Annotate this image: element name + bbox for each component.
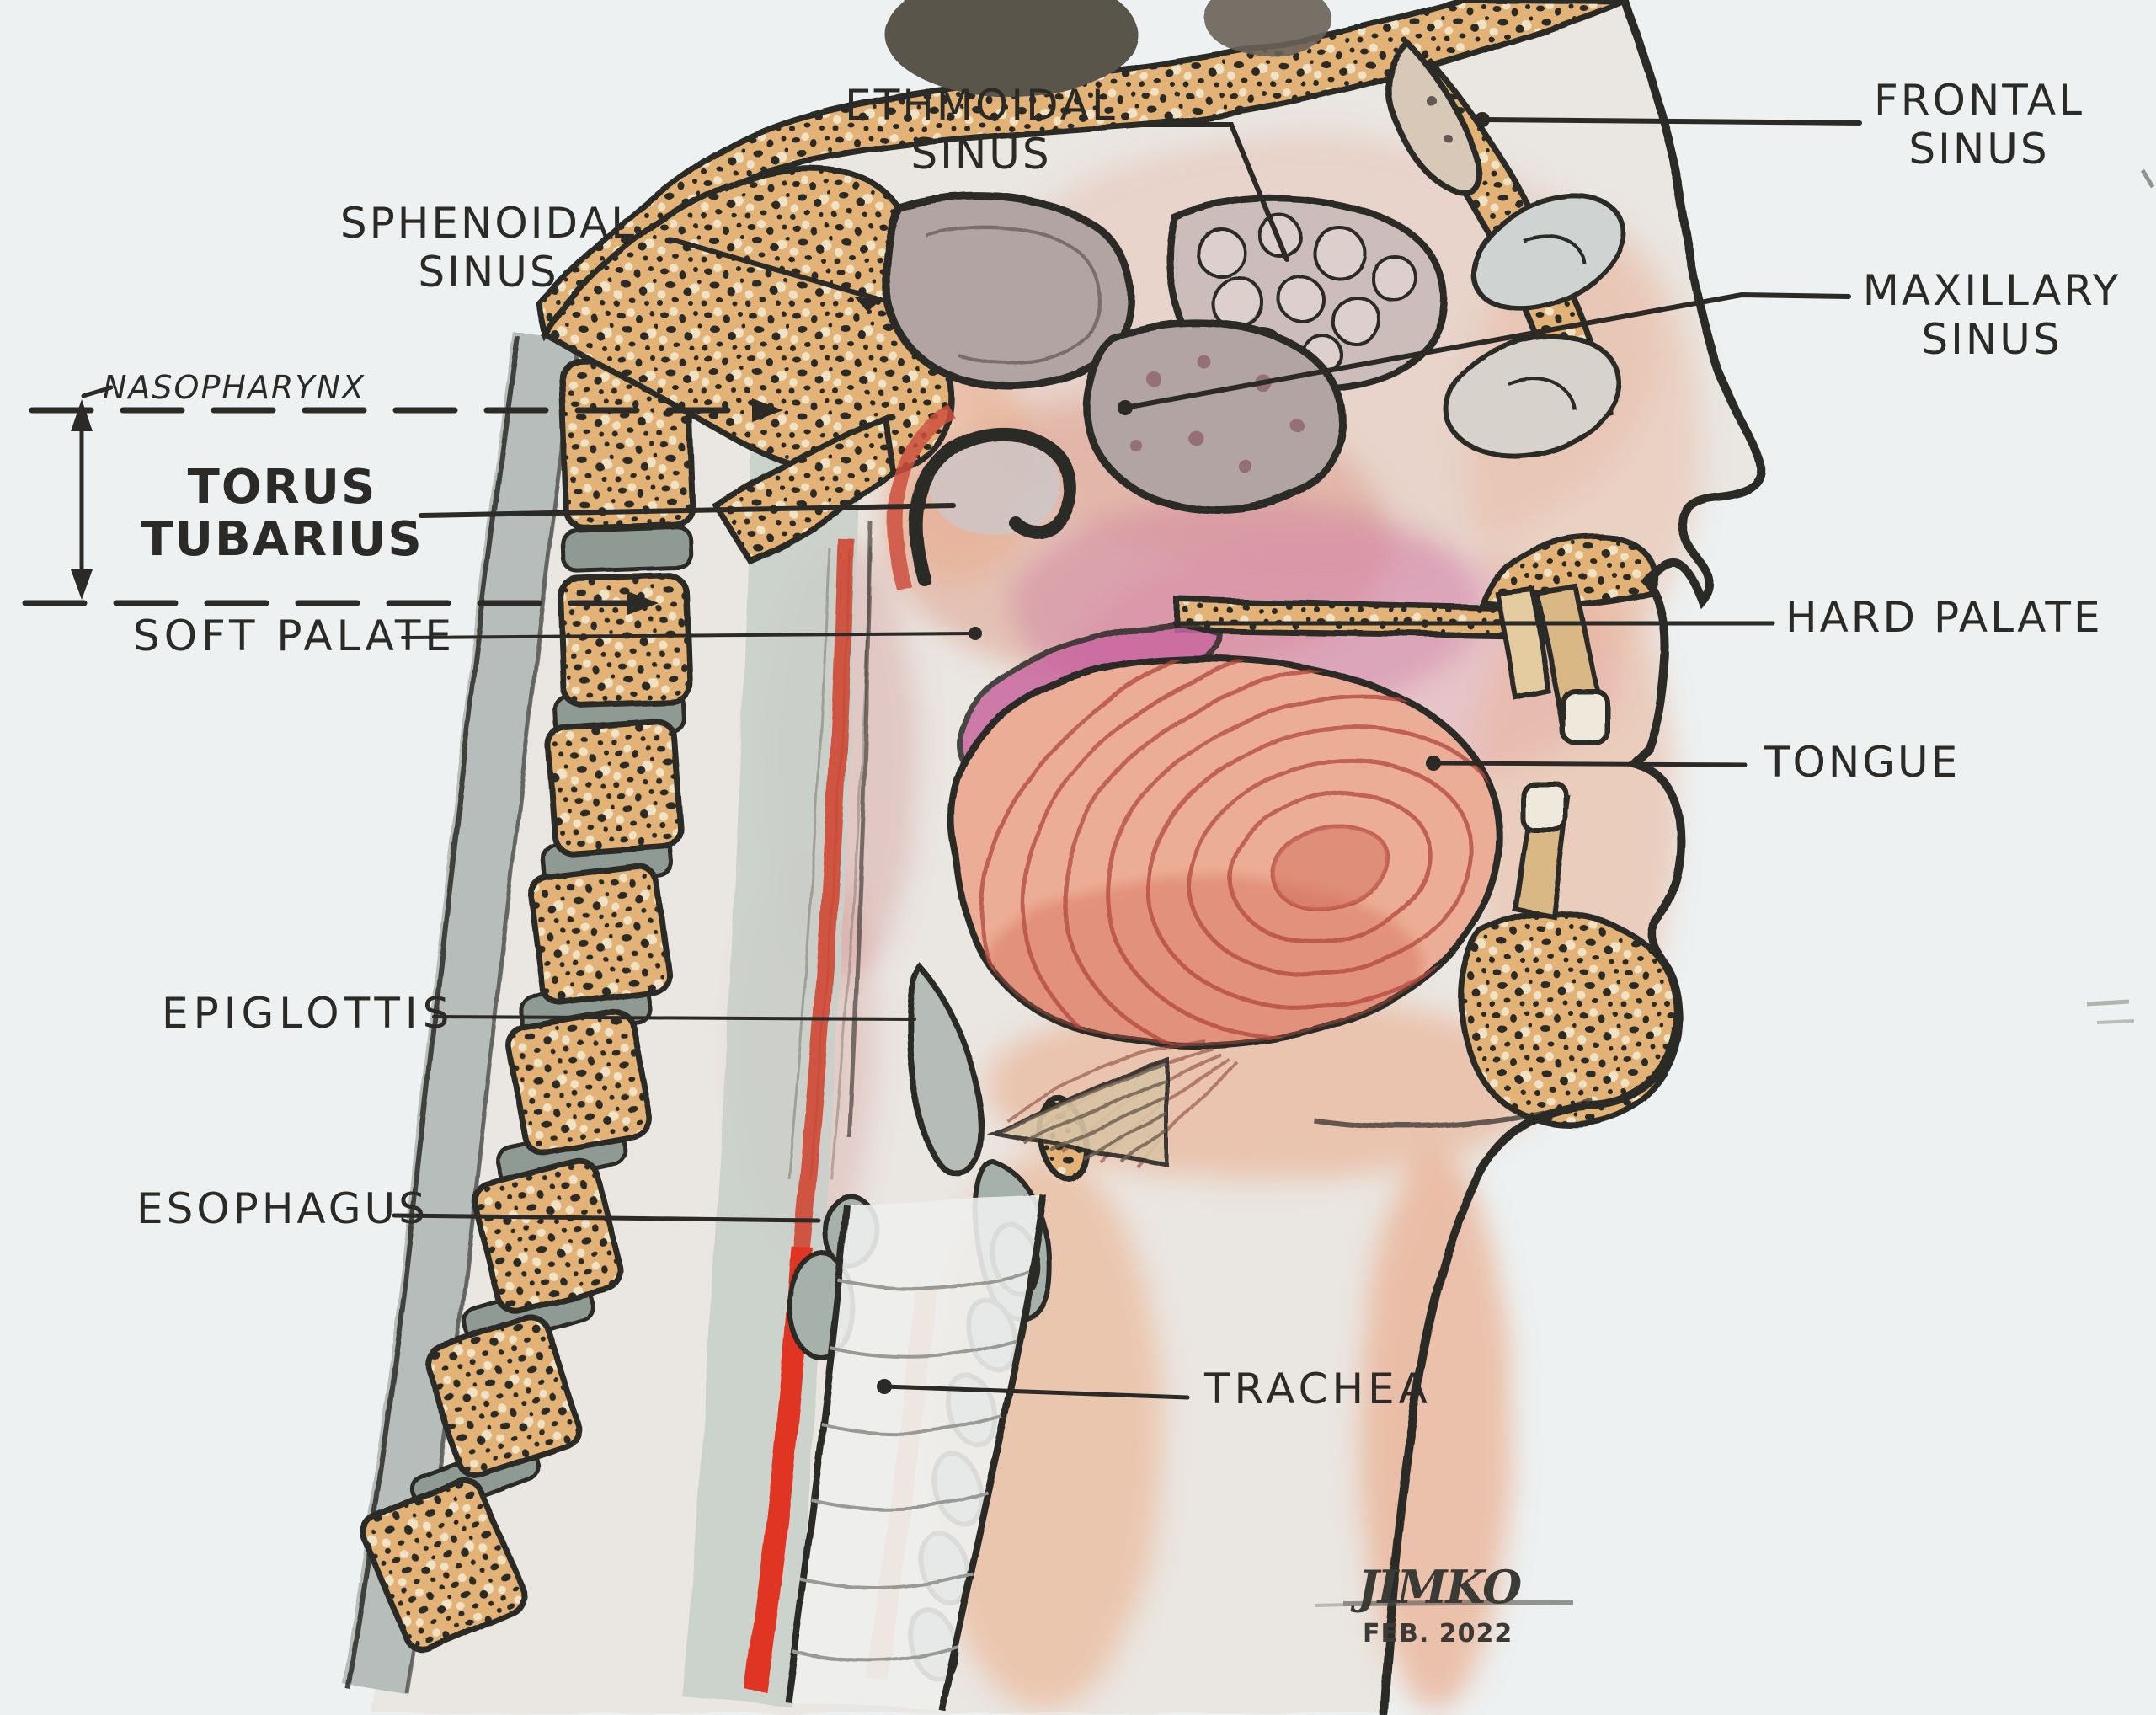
frontal-sinus-shape xyxy=(1385,40,1481,196)
cut-cranium-mass xyxy=(884,0,1331,97)
label-sphenoidal-sinus: SPHENOIDAL SINUS xyxy=(324,199,653,297)
pencil-marks xyxy=(1315,168,2155,1607)
label-line: SINUS xyxy=(1908,125,2050,174)
ethmoidal-sinus-shape xyxy=(1166,195,1449,393)
label-line: SINUS xyxy=(910,130,1052,179)
label-line: MAXILLARY xyxy=(1862,266,2121,315)
torus-tubarius-shape xyxy=(888,404,1078,592)
leader-ethmoidal-sinus xyxy=(1136,122,1289,262)
epiglottis-shape xyxy=(906,962,985,1178)
annotation-lines xyxy=(22,112,1862,1400)
nasal-turbinates xyxy=(1444,194,1626,459)
leader-maxillary-sinus xyxy=(1123,291,1851,410)
under-chin-line xyxy=(1313,1097,1593,1130)
stray-mark xyxy=(2086,999,2130,1007)
sphenoidal-sinus-shape xyxy=(882,193,1134,390)
leader-frontal-sinus xyxy=(1480,117,1862,126)
label-maxillary-sinus: MAXILLARY SINUS xyxy=(1844,266,2139,364)
label-line: SINUS xyxy=(418,248,559,297)
label-line: ETHMOIDAL xyxy=(845,81,1118,130)
leader-soft-palate xyxy=(401,632,977,639)
stray-mark xyxy=(2140,168,2155,189)
label-frontal-sinus: FRONTAL SINUS xyxy=(1849,76,2110,174)
leader-trachea xyxy=(882,1384,1190,1400)
leader-epiglottis xyxy=(432,1015,916,1021)
leader-esophagus xyxy=(392,1213,821,1223)
trachea-tube xyxy=(784,1195,1048,1711)
spine-column xyxy=(342,326,723,1695)
label-line: SINUS xyxy=(1921,315,2063,364)
label-line: TUBARIUS xyxy=(141,512,424,567)
label-line: FRONTAL xyxy=(1874,76,2084,125)
label-soft-palate: SOFT PALATE xyxy=(133,612,456,660)
leader-sphenoidal-sinus xyxy=(671,238,883,302)
label-line: TORUS xyxy=(187,460,377,515)
floor-of-mouth-fan xyxy=(986,1056,1169,1167)
label-nasopharynx: NASOPHARYNX xyxy=(103,369,366,406)
leader-tongue xyxy=(1431,761,1748,767)
label-line: SPHENOIDAL xyxy=(339,199,638,248)
maxillary-sinus-shape xyxy=(1082,319,1347,514)
label-torus-tubarius: TORUS TUBARIUS xyxy=(139,462,425,566)
head-cross-section xyxy=(342,0,1765,1715)
face-profile-line xyxy=(1380,0,1765,1715)
label-trachea: TRACHEA xyxy=(1204,1365,1432,1413)
label-ethmoidal-sinus: ETHMOIDAL SINUS xyxy=(821,81,1141,179)
label-esophagus: ESOPHAGUS xyxy=(136,1184,429,1233)
leader-torus-tubarius xyxy=(419,503,956,518)
stray-mark xyxy=(2096,1019,2135,1024)
label-epiglottis: EPIGLOTTIS xyxy=(162,989,455,1038)
signature-date: FEB. 2022 xyxy=(1363,1619,1513,1648)
label-hard-palate: HARD PALATE xyxy=(1785,593,2103,642)
artist-signature: JIMKO xyxy=(1358,1560,1522,1614)
label-tongue: TONGUE xyxy=(1764,738,1961,787)
vertebrae xyxy=(360,326,723,1654)
